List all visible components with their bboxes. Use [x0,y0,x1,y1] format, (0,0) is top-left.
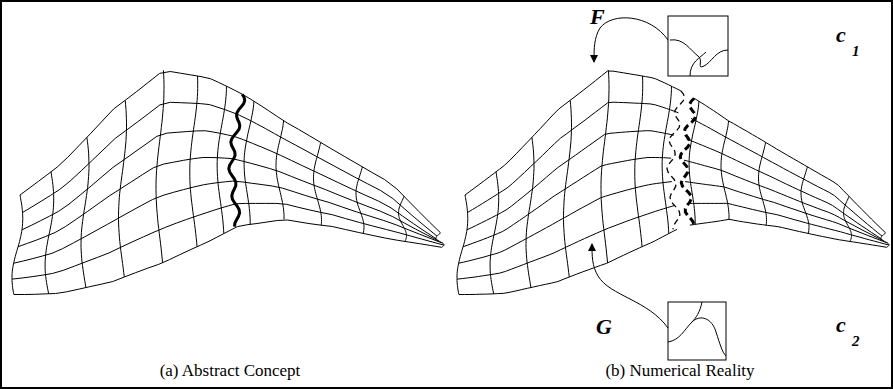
mesh-line [45,172,54,294]
zoom-curve [690,52,706,76]
curve-label: c [836,314,846,336]
mesh-line [229,94,245,226]
subscript: 2 [852,334,860,349]
mesh-line [190,76,198,247]
mesh-line [22,131,436,239]
zoom-curve [670,40,728,67]
leader-line [594,18,668,62]
mesh-line [457,195,468,295]
mesh-line [20,72,441,233]
mesh-line [14,181,443,263]
mesh-line [635,76,643,247]
mesh-line [457,205,675,279]
mesh-line [490,172,499,294]
mesh-line [463,158,671,247]
curve-label: F [590,6,605,28]
mesh-line [564,100,572,277]
curve-label: G [596,316,612,338]
mesh-a [12,70,444,294]
panel-caption: (a) Abstract Concept [160,362,301,379]
zoom-curve [692,302,702,322]
zoom-curve [668,318,726,356]
mesh-line [690,219,887,247]
subscript: 1 [852,44,860,59]
mesh-line [688,203,889,245]
mesh-line [459,229,677,294]
mesh-b [457,70,889,294]
mesh-line [12,195,23,295]
mesh-line [687,139,882,239]
curve-label: c [836,24,846,46]
zoom-box [668,302,726,360]
mesh-line [685,182,888,244]
mesh-line [119,100,127,277]
mesh-line [81,137,89,287]
mesh-line [694,98,885,233]
zoom-box [668,16,728,76]
panel-caption: (b) Numerical Reality [605,362,754,379]
mesh-line [14,220,442,295]
mesh-line [526,137,534,287]
mesh-line [667,91,685,230]
mesh-line [601,70,609,263]
mesh-line [467,131,674,230]
mesh-line [465,71,681,195]
mesh-line [459,182,672,264]
mesh-line [680,98,695,225]
mesh-line [691,118,882,236]
mesh-line [12,203,444,279]
mesh-line [684,160,884,241]
